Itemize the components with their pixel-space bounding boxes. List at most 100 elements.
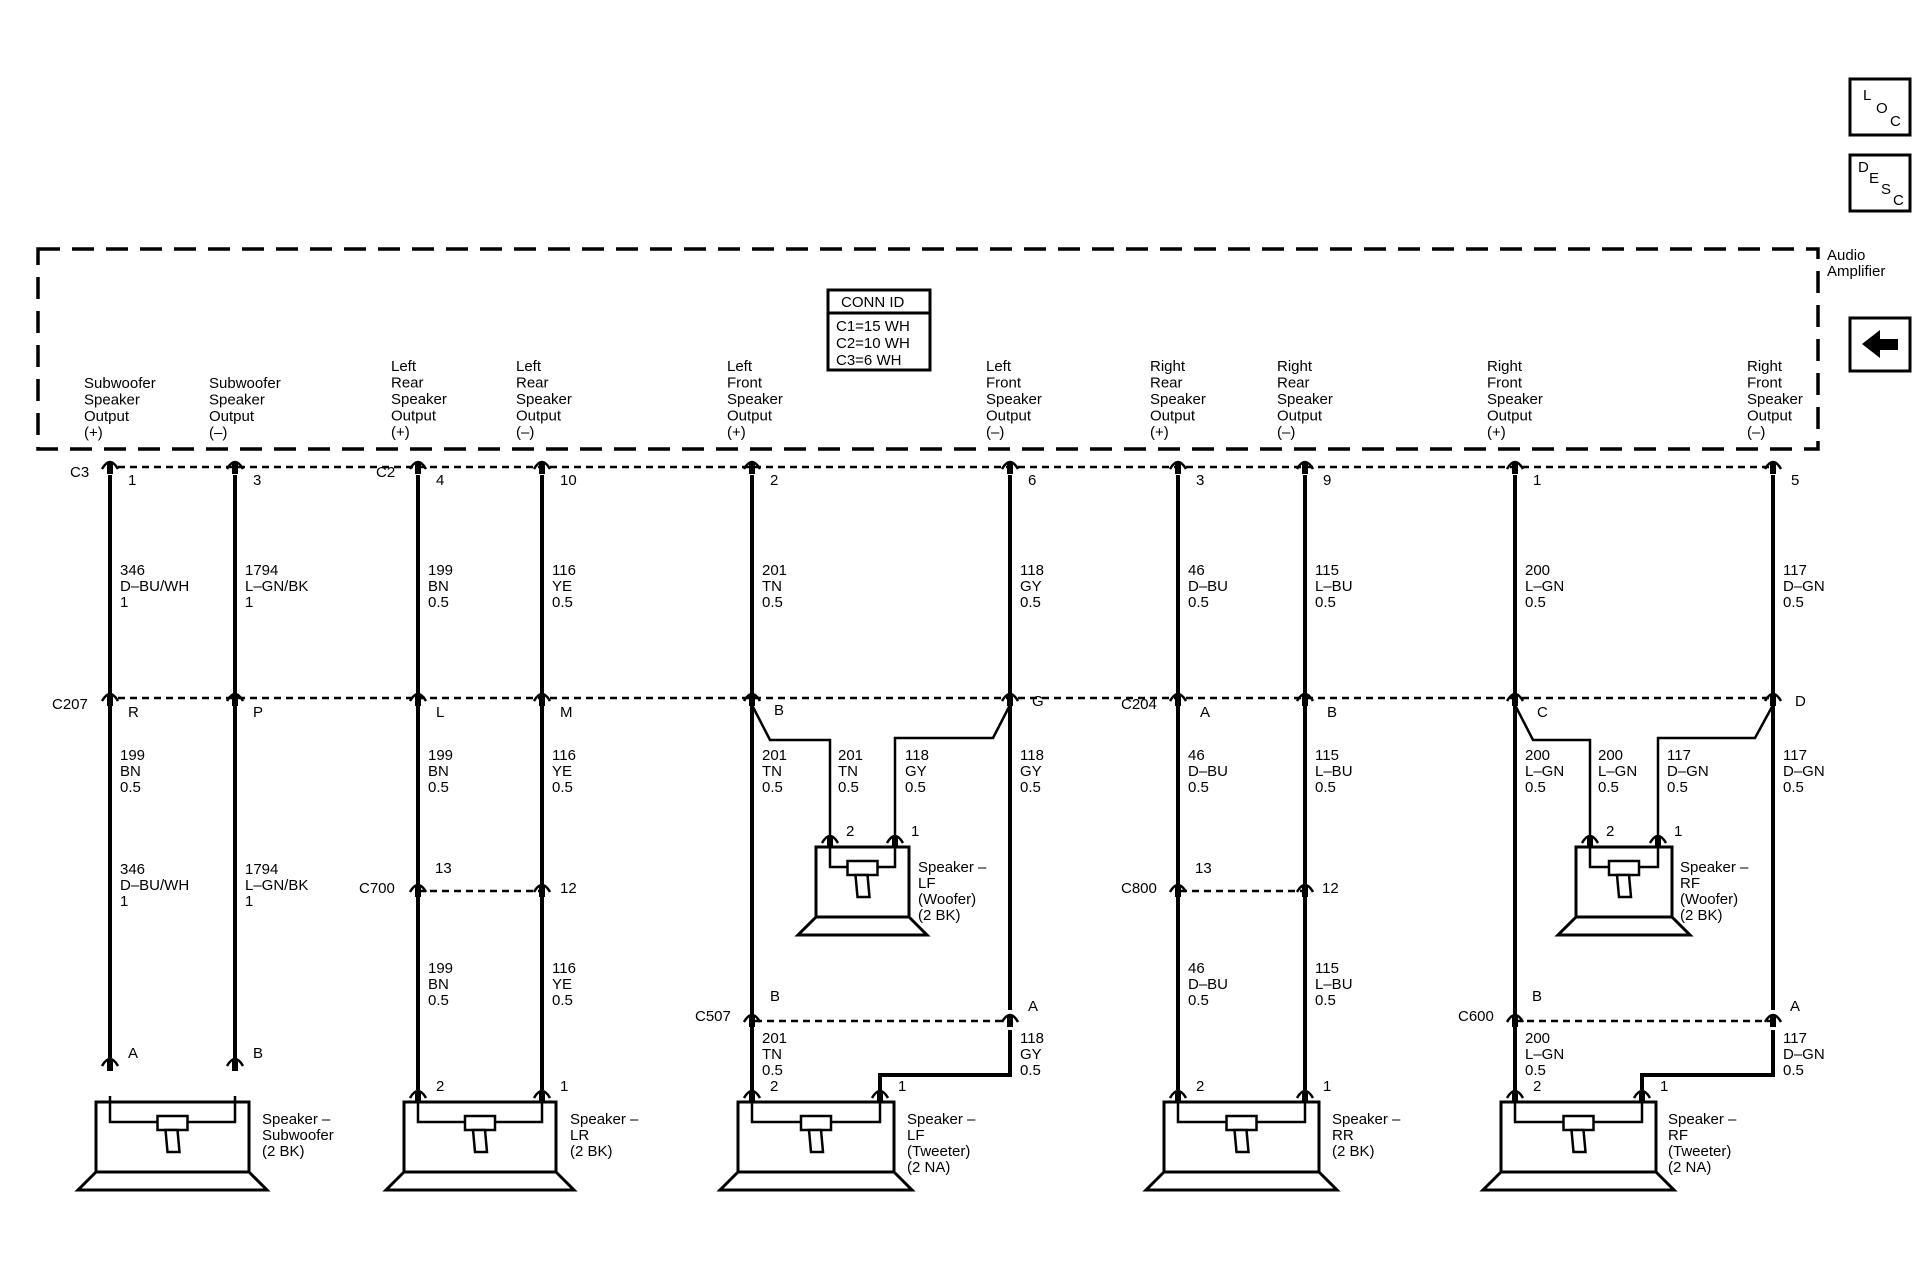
amplifier-name-line1: Audio <box>1827 247 1865 264</box>
speaker-label-lf-woofer-line1: Speaker – <box>918 859 987 876</box>
wire-label-upper-sub_neg-line1: 1794 <box>245 562 278 579</box>
output-label-6-line2: Front <box>986 375 1022 392</box>
mid-pin-6: G <box>1032 693 1044 710</box>
output-label-7-line3: Speaker <box>1150 391 1206 408</box>
sub-pin-b: B <box>253 1045 263 1062</box>
wire-label-lower-lf-pos-line2: TN <box>762 1046 782 1063</box>
output-label-6-line5: (–) <box>986 424 1004 441</box>
speaker-label-rr-line1: Speaker – <box>1332 1111 1401 1128</box>
wire-label-lower-lr-pos-line2: BN <box>428 976 449 993</box>
mid-pin-connector-2 <box>225 692 245 706</box>
wire-label-mid-rr-neg-line2: L–BU <box>1315 763 1353 780</box>
speaker-pin-1-3: 1 <box>1323 1078 1331 1095</box>
output-label-9-line2: Front <box>1487 375 1523 392</box>
wire-label-upper-rf_neg-line1: 117 <box>1783 562 1807 579</box>
output-label-8-line1: Right <box>1277 358 1313 375</box>
speaker-label-lr-line3: (2 BK) <box>570 1143 613 1160</box>
amp-pin-5: 2 <box>770 472 778 489</box>
wire-label-lower-lf-pos-line1: 201 <box>762 1030 787 1047</box>
wire-label-mid-lr-neg-line1: 116 <box>552 747 576 764</box>
wire-label-mid-lf-woofer-pos-line1: 201 <box>838 747 863 764</box>
output-label-6-line1: Left <box>986 358 1012 375</box>
wire-lf-tweeter-neg <box>878 1030 1012 1090</box>
wire-label-upper-rr_pos-line2: D–BU <box>1188 578 1228 595</box>
c700-pin-2: 12 <box>560 880 577 897</box>
wire-label-mid-rf-woofer-pos-line2: L–GN <box>1598 763 1637 780</box>
output-label-5-line4: Output <box>727 408 773 425</box>
wire-label-upper-lr_neg-line3: 0.5 <box>552 594 573 611</box>
wire-label-mid-lf-pos-line3: 0.5 <box>762 779 783 796</box>
mid-pin-connector-8 <box>1295 692 1315 706</box>
conn-id-row-c3: C3=6 WH <box>836 352 901 369</box>
output-label-10-line2: Front <box>1747 375 1783 392</box>
wire-label-mid-rf-woofer-neg-line3: 0.5 <box>1667 779 1688 796</box>
speaker-label-lf-woofer-line3: (Woofer) <box>918 891 976 908</box>
output-label-2-line4: (–) <box>209 425 227 442</box>
speaker-label-lr-line2: LR <box>570 1127 589 1144</box>
wire-label-mid-lr-pos-line3: 0.5 <box>120 779 141 796</box>
wires <box>108 475 1775 1090</box>
wire-label-upper-lf_neg-line3: 0.5 <box>1020 594 1041 611</box>
wire-label-lower-sub-pos-line3: 1 <box>120 893 128 910</box>
output-label-1-line1: Subwoofer <box>84 375 156 392</box>
wire-label-lower-rf-neg-line2: D–GN <box>1783 1046 1825 1063</box>
speaker-rr-symbol <box>1142 1096 1341 1192</box>
wire-label-lower-rf-pos-line1: 200 <box>1525 1030 1550 1047</box>
connector-c2: C2 <box>376 464 395 481</box>
wire-label-mid-lr-pos-b-line1: 199 <box>428 747 453 764</box>
c700-pin-connector-1 <box>408 883 428 897</box>
wire-label-mid-rf-neg-line3: 0.5 <box>1783 779 1804 796</box>
speaker-label-lf-tweeter-line1: Speaker – <box>907 1111 976 1128</box>
amp-pin-6: 6 <box>1028 472 1036 489</box>
output-label-1-line3: Output <box>84 408 130 425</box>
mid-pin-1: R <box>128 704 139 721</box>
wire-labels: 346D–BU/WH11794L–GN/BK1199BN0.5116YE0.52… <box>120 562 1825 1079</box>
output-label-10-line3: Speaker <box>1747 391 1803 408</box>
output-label-6-line3: Speaker <box>986 391 1042 408</box>
mid-pin-3: L <box>436 704 444 721</box>
wire-label-upper-rr_pos-line1: 46 <box>1188 562 1205 579</box>
wire-label-mid-rf-woofer-pos-line3: 0.5 <box>1598 779 1619 796</box>
mid-pin-connector-7 <box>1168 692 1188 706</box>
mid-pin-9: C <box>1537 704 1548 721</box>
wire-label-mid-rf-neg-line1: 117 <box>1783 747 1807 764</box>
audio-amplifier-box <box>36 247 1820 451</box>
c700-pin-connector-2 <box>532 883 552 897</box>
wire-label-upper-rf_pos-line2: L–GN <box>1525 578 1564 595</box>
output-label-9-line5: (+) <box>1487 424 1506 441</box>
desc-button[interactable]: D E S C <box>1848 153 1912 213</box>
wire-label-upper-sub_pos-line2: D–BU/WH <box>120 578 189 595</box>
output-label-8-line5: (–) <box>1277 424 1295 441</box>
c700-pin-1: 13 <box>435 860 452 877</box>
c600-pin-a: A <box>1790 998 1800 1015</box>
output-label-1-line2: Speaker <box>84 392 140 409</box>
back-button[interactable] <box>1848 316 1912 373</box>
mid-pin-connector-4 <box>532 692 552 706</box>
amp-pin-connector-9 <box>1505 460 1525 474</box>
mid-pin-connector-6 <box>1000 692 1020 706</box>
output-label-5-line2: Front <box>727 375 763 392</box>
wire-rf-tweeter-neg <box>1640 1030 1775 1090</box>
speaker-label-rf-woofer-line3: (Woofer) <box>1680 891 1738 908</box>
output-label-4-line5: (–) <box>516 424 534 441</box>
speaker-label-lf-tweeter-line4: (2 NA) <box>907 1159 950 1176</box>
wire-rf-woofer-neg <box>1656 704 1775 835</box>
mid-pin-7: A <box>1200 704 1210 721</box>
output-label-3-line5: (+) <box>391 424 410 441</box>
speaker-label-rf-woofer-line2: RF <box>1680 875 1700 892</box>
wire-label-upper-rr_neg-line3: 0.5 <box>1315 594 1336 611</box>
output-label-10-line5: (–) <box>1747 424 1765 441</box>
output-label-3-line1: Left <box>391 358 417 375</box>
connector-symbols <box>100 460 1783 1103</box>
c800-pin-1: 13 <box>1195 860 1212 877</box>
connector-c3: C3 <box>70 464 89 481</box>
amp-pin-2: 3 <box>253 472 261 489</box>
wire-label-mid-lf-pos-line2: TN <box>762 763 782 780</box>
mid-pin-10: D <box>1795 693 1806 710</box>
output-label-3-line4: Output <box>391 408 437 425</box>
wire-label-upper-sub_neg-line3: 1 <box>245 594 253 611</box>
loc-button[interactable]: L O C <box>1848 77 1912 137</box>
wire-label-upper-lr_neg-line2: YE <box>552 578 572 595</box>
output-label-4-line4: Output <box>516 408 562 425</box>
